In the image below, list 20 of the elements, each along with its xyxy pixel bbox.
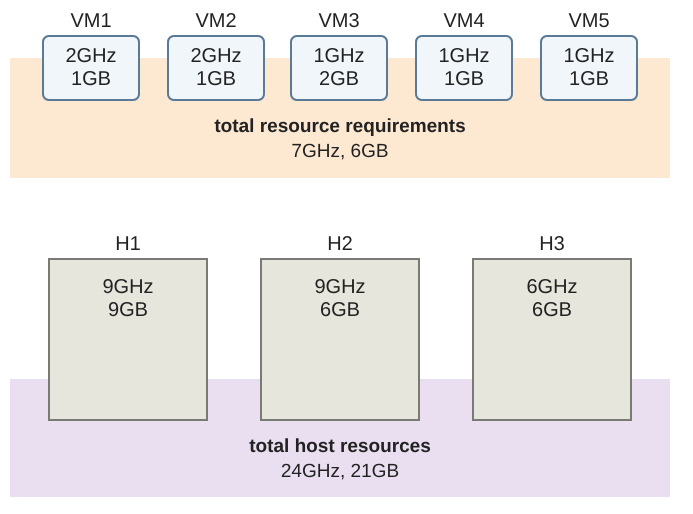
vm-specs: 1GHz 1GB xyxy=(437,45,491,91)
host-label: H1 xyxy=(114,233,142,256)
host-label: H3 xyxy=(538,233,566,256)
vm-specs: 2GHz 1GB xyxy=(189,45,243,91)
vm-specs: 1GHz 2GB xyxy=(312,45,366,91)
host-label: H2 xyxy=(326,233,354,256)
band-title: total host resources xyxy=(249,436,431,458)
band-total: 7GHz, 6GB xyxy=(291,141,389,163)
vm-label: VM1 xyxy=(69,10,113,33)
vm-label: VM2 xyxy=(194,10,238,33)
vm-label: VM3 xyxy=(317,10,361,33)
vm-specs: 1GHz 1GB xyxy=(562,45,616,91)
vm-label: VM4 xyxy=(442,10,486,33)
host-specs: 9GHz 6GB xyxy=(313,276,367,322)
host-specs: 9GHz 9GB xyxy=(101,276,155,322)
vm-specs: 2GHz 1GB xyxy=(64,45,118,91)
host-specs: 6GHz 6GB xyxy=(525,276,579,322)
band-total: 24GHz, 21GB xyxy=(280,461,400,483)
band-title: total resource requirements xyxy=(214,116,466,138)
vm-label: VM5 xyxy=(567,10,611,33)
